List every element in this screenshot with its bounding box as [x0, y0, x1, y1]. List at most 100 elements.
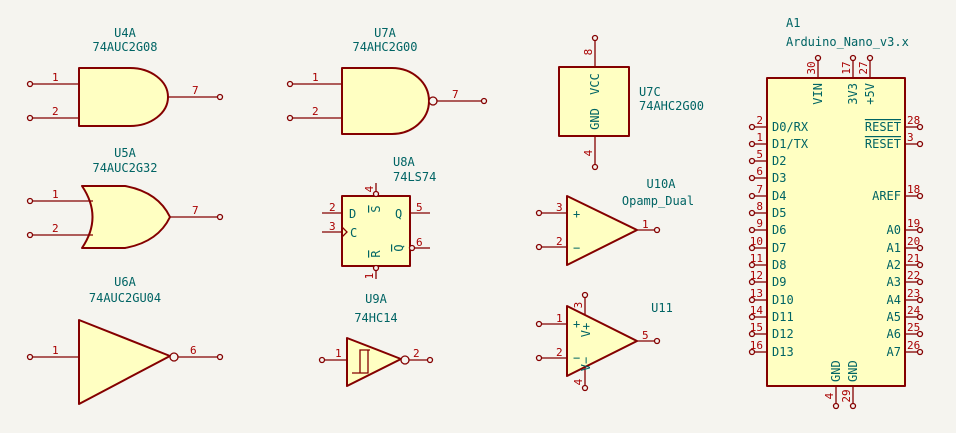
a1-top-pin-end: [866, 54, 874, 62]
u9a-pin-1-number: 1: [335, 347, 342, 360]
u11-pin-vplus-end: [581, 291, 589, 299]
u8a-pin-s-number: 4: [363, 185, 376, 192]
a1-bottom-pin-number: 4: [823, 392, 836, 399]
u4a-body: [78, 67, 169, 127]
u4a-and-gate[interactable]: U4A 74AUC2G08 1 2 7: [26, 26, 224, 127]
u7a-pin-7-number: 7: [452, 88, 459, 101]
a1-top-pin-number: 17: [840, 61, 853, 74]
u9a-schmitt-inverter[interactable]: U9A 74HC14 1 2: [318, 292, 434, 387]
a1-left-pin-label: D8: [772, 258, 786, 272]
u8a-label-r: R: [369, 250, 383, 258]
a1-right-pin-label: RESET: [865, 137, 901, 151]
a1-top-pin-number: 30: [805, 61, 818, 74]
u11-opamp[interactable]: U11 1 2 5 3 4 + − V+ V−: [535, 291, 673, 392]
u8a-qbar-bubble: [408, 244, 416, 252]
u10a-pin-out-number: 1: [642, 218, 649, 231]
a1-left-pin-label: D1/TX: [772, 137, 809, 151]
a1-left-pin-number: 6: [756, 165, 763, 178]
a1-bottom-pin-label: GND: [829, 360, 843, 382]
u8a-body: [341, 195, 411, 267]
u7a-nand-gate[interactable]: U7A 74AHC2G00 1 2 7: [286, 26, 488, 135]
a1-right-pin-label: A5: [887, 310, 901, 324]
a1-right-pin-label: A7: [887, 345, 901, 359]
a1-right-pin-number: 21: [907, 252, 920, 265]
u11-pin-plus-end: [535, 320, 543, 328]
u10a-opamp[interactable]: U10A Opamp_Dual 3 2 1 + −: [535, 177, 695, 266]
a1-left-pin-end: [748, 348, 756, 356]
u7c-value: 74AHC2G00: [639, 99, 704, 113]
u7c-pin-8-number: 8: [582, 49, 595, 56]
a1-top-pin-end: [814, 54, 822, 62]
a1-left-pin-end: [748, 261, 756, 269]
u10a-reference: U10A: [647, 177, 677, 191]
a1-right-pin-label: A3: [887, 275, 901, 289]
u7a-body: [341, 67, 430, 135]
u11-pin-vminus-end: [581, 384, 589, 392]
u9a-value: 74HC14: [354, 311, 397, 325]
a1-top-pin-label: +5V: [863, 83, 877, 105]
u8a-label-q: Q: [395, 207, 402, 221]
u7a-pin-2-number: 2: [312, 105, 319, 118]
u9a-pin-2-end: [426, 356, 434, 364]
a1-right-pin-number: 18: [907, 183, 920, 196]
u9a-hysteresis-icon: [352, 349, 370, 374]
u7c-power-unit[interactable]: 8 4 VCC GND U7C 74AHC2G00: [558, 34, 704, 171]
u6a-pin-6-end: [216, 353, 224, 361]
u5a-or-gate[interactable]: U5A 74AUC2G32 1 2 7: [26, 146, 224, 249]
u7a-pin-2-end: [286, 114, 294, 122]
a1-left-pin-end: [748, 313, 756, 321]
u11-pin-out-number: 5: [642, 329, 649, 342]
u5a-pin-1-number: 1: [52, 188, 59, 201]
u7a-inversion-bubble: [428, 96, 438, 106]
u4a-pin-7-number: 7: [192, 84, 199, 97]
a1-bottom-pin-label: GND: [846, 360, 860, 382]
u10a-body: [566, 195, 638, 266]
a1-left-pin-end: [748, 278, 756, 286]
a1-left-pin-end: [748, 174, 756, 182]
a1-left-pin-end: [748, 157, 756, 165]
a1-right-pin-number: 28: [907, 114, 920, 127]
a1-left-pin-end: [748, 192, 756, 200]
a1-left-pin-number: 5: [756, 148, 763, 161]
u9a-body: [346, 337, 402, 387]
u7a-value: 74AHC2G00: [352, 40, 417, 54]
a1-right-pin-number: 23: [907, 287, 920, 300]
u8a-pin-qbar-number: 6: [416, 236, 423, 249]
u10a-value: Opamp_Dual: [622, 194, 694, 208]
u8a-reference: U8A: [393, 155, 415, 169]
a1-right-pin-end: [916, 192, 924, 200]
a1-right-pin-end: [916, 330, 924, 338]
u5a-pin-7-number: 7: [192, 204, 199, 217]
a1-left-pin-number: 1: [756, 131, 763, 144]
u6a-inverter[interactable]: U6A 74AUC2GU04 1 6: [26, 275, 224, 405]
a1-right-pin-end: [916, 261, 924, 269]
u8a-clock-mark: [341, 226, 348, 238]
a1-right-pin-number: 20: [907, 235, 920, 248]
u10a-pin-plus-end: [535, 209, 543, 217]
u4a-pin-2-end: [26, 114, 34, 122]
u4a-pin-1-number: 1: [52, 71, 59, 84]
a1-right-pin-number: 25: [907, 321, 920, 334]
a1-right-pin-end: [916, 278, 924, 286]
u9a-reference: U9A: [365, 292, 387, 306]
a1-left-pin-label: D10: [772, 293, 794, 307]
u11-pin-plus-number: 1: [556, 312, 563, 325]
a1-right-pin-label: A1: [887, 241, 901, 255]
u8a-d-flipflop[interactable]: U8A 74LS74 2 3 5 6 4 1 D C Q Q S R: [322, 155, 436, 279]
u8a-pin-r-number: 1: [363, 273, 376, 280]
u11-pin-out-end: [653, 337, 661, 345]
u5a-pin-1-end: [26, 197, 34, 205]
u7c-pin-4-end: [591, 163, 599, 171]
a1-right-pin-label: AREF: [872, 189, 901, 203]
a1-right-pin-label: A0: [887, 223, 901, 237]
u11-label-vminus: V−: [579, 357, 593, 371]
u6a-pin-6-number: 6: [190, 344, 197, 357]
u10a-label-plus: +: [573, 207, 580, 221]
a1-right-pin-end: [916, 348, 924, 356]
u6a-pin-1-number: 1: [52, 344, 59, 357]
u7a-pin-1-number: 1: [312, 71, 319, 84]
a1-bottom-pin-end: [832, 402, 840, 410]
u11-label-plus: +: [573, 317, 580, 331]
a1-right-pin-label: RESET: [865, 120, 901, 134]
